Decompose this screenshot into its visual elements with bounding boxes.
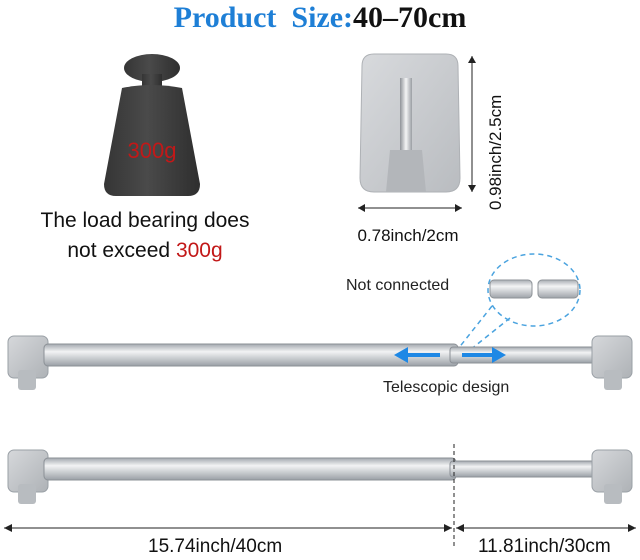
telescopic-rod-dimensions	[4, 444, 636, 546]
load-bearing-value: 300g	[175, 239, 223, 262]
telescopic-rod-extended	[7, 335, 633, 390]
weight-label: 300g	[127, 138, 177, 163]
right-length-label: 11.81inch/30cm	[478, 536, 611, 557]
not-connected-label: Not connected	[346, 277, 450, 294]
zoom-callout	[453, 253, 581, 359]
weight-icon	[104, 54, 200, 196]
adhesive-hook-icon	[358, 53, 476, 212]
arrow-right-icon	[462, 347, 506, 363]
load-bearing-line2: not exceed 300g	[0, 236, 290, 266]
title-size-word: Size:	[291, 1, 354, 34]
hook-height-label: 0.98inch/2.5cm	[486, 94, 505, 210]
load-bearing-text: The load bearing does not exceed 300g	[0, 206, 290, 266]
title-product-word: Product	[173, 1, 277, 34]
telescopic-design-label: Telescopic design	[383, 379, 510, 396]
load-bearing-line1: The load bearing does	[40, 209, 250, 232]
left-length-label: 15.74inch/40cm	[148, 536, 283, 557]
title-size-value: 40–70cm	[353, 1, 467, 34]
arrow-left-icon	[394, 347, 440, 363]
hook-width-label: 0.78inch/2cm	[357, 226, 459, 245]
product-size-title: Product Size:40–70cm	[0, 0, 640, 36]
load-bearing-line2-prefix: not exceed	[67, 239, 176, 262]
